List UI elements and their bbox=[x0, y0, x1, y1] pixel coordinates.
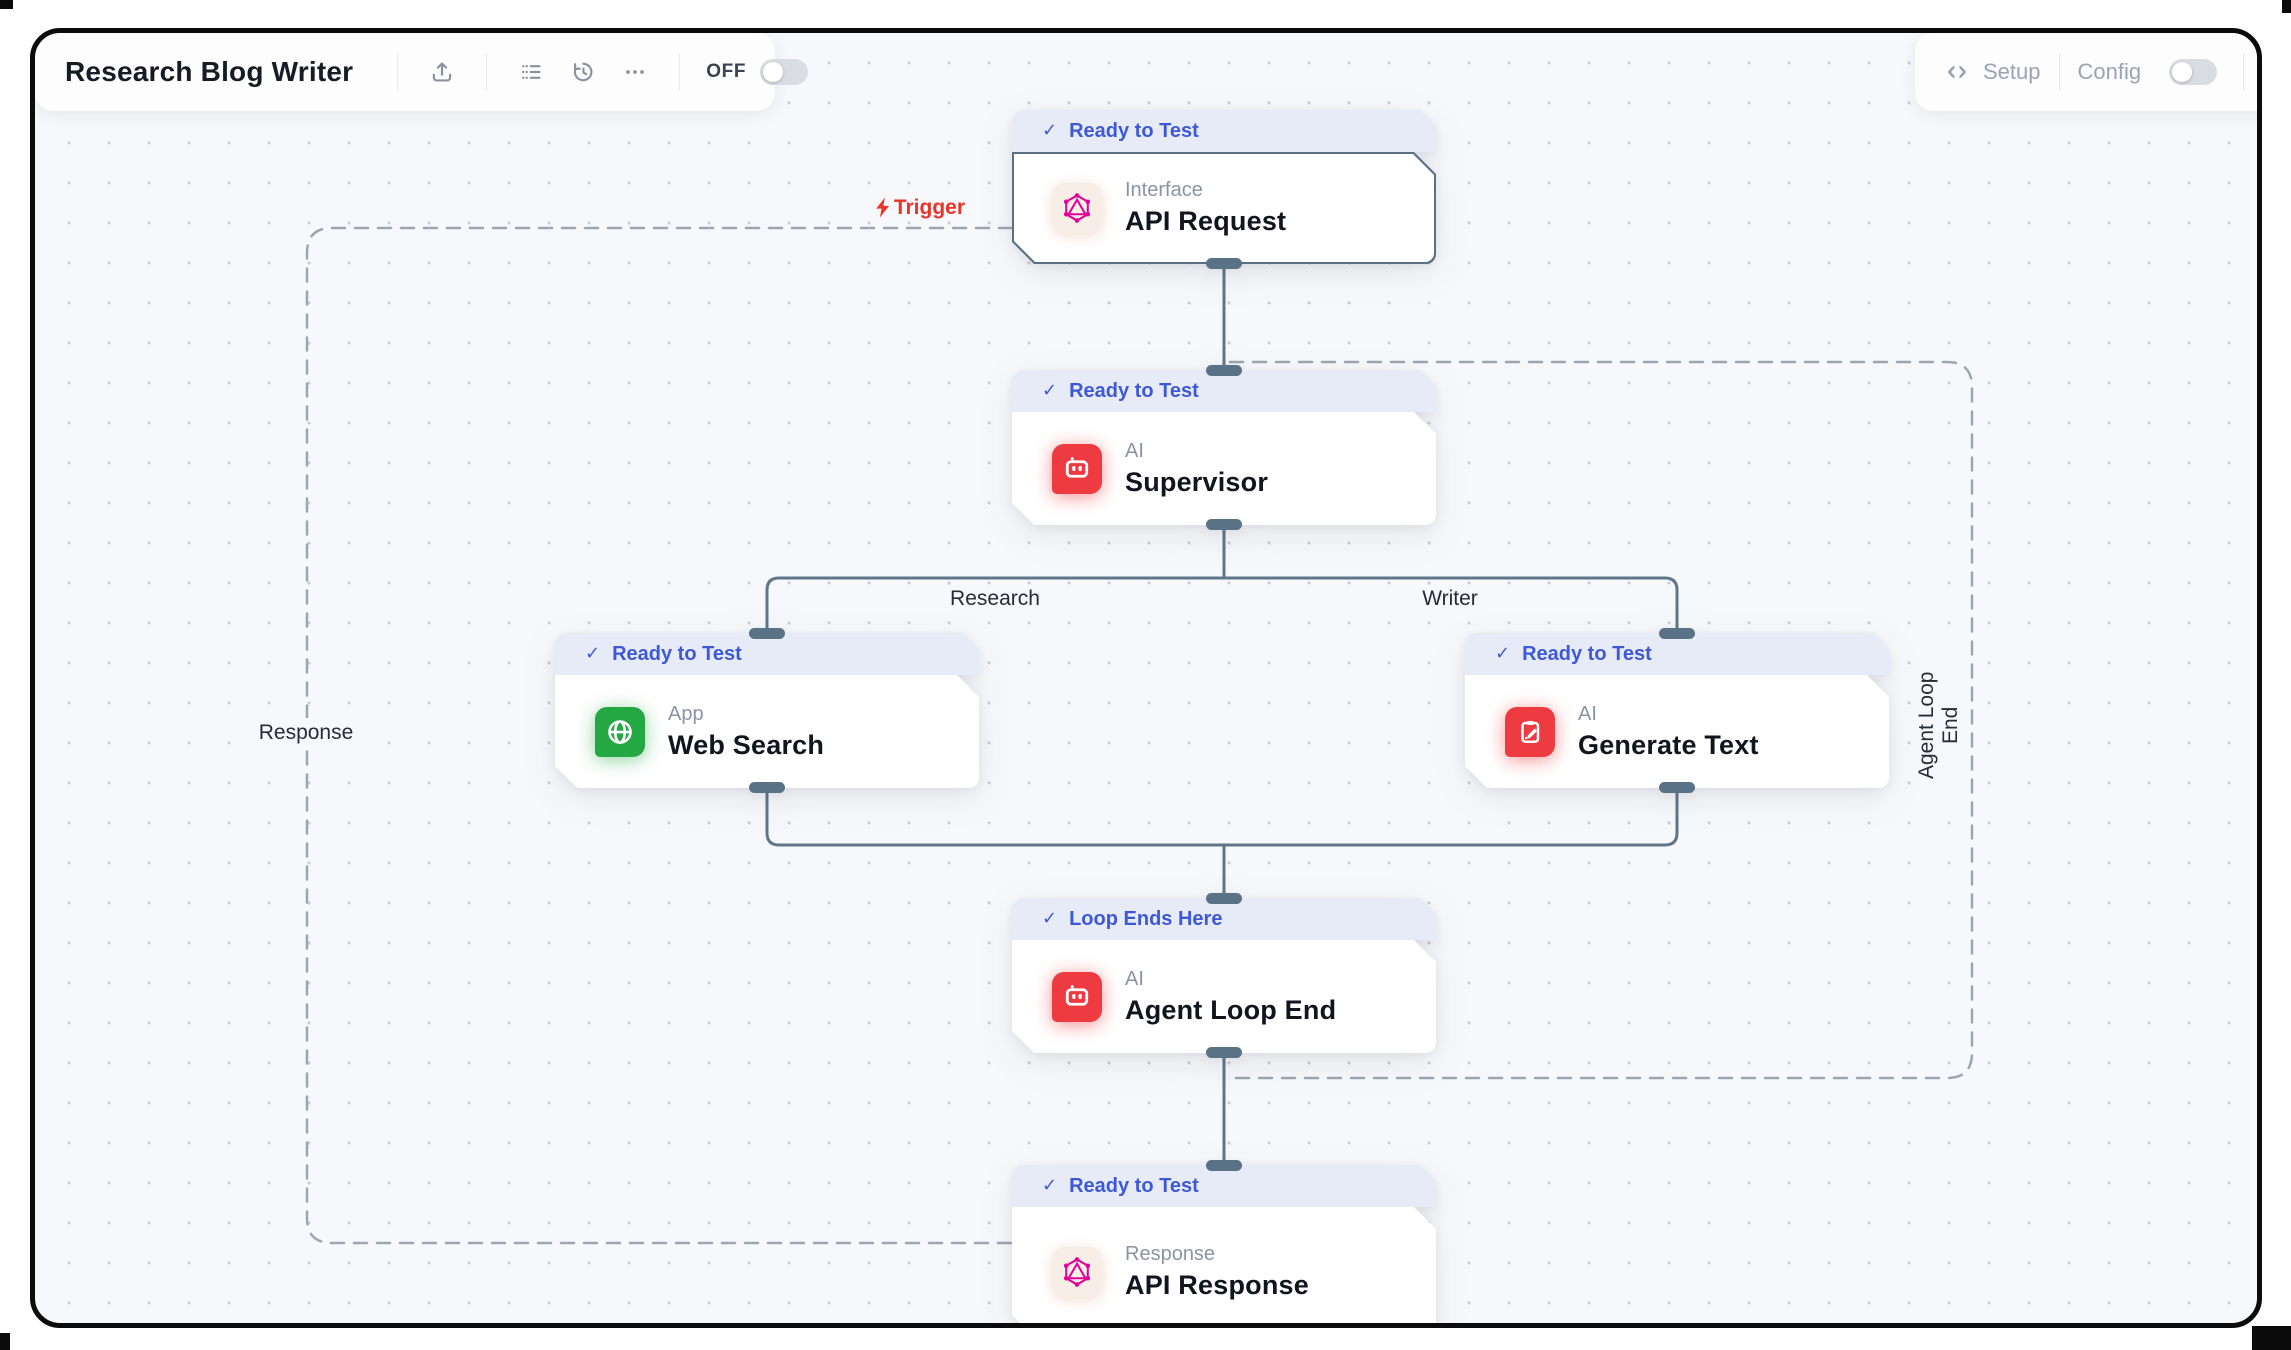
input-handle[interactable] bbox=[1206, 365, 1242, 376]
node-status-badge: ✓ Ready to Test bbox=[1012, 370, 1436, 412]
history-icon bbox=[574, 62, 593, 82]
node-api-request[interactable]: ✓ Ready to Test Interface API Request bbox=[1012, 110, 1436, 269]
graphql-icon bbox=[1052, 1247, 1102, 1297]
workflow-canvas[interactable]: Trigger Research Writer Response Agent L… bbox=[30, 28, 2262, 1328]
frame-corner-mark bbox=[2252, 1326, 2291, 1350]
node-category: App bbox=[668, 702, 704, 725]
toolbar-right: Setup Config bbox=[1915, 33, 2257, 111]
check-icon: ✓ bbox=[1042, 1174, 1058, 1195]
node-card[interactable]: AI Supervisor bbox=[1012, 412, 1436, 525]
node-title: API Response bbox=[1125, 1270, 1309, 1300]
output-handle[interactable] bbox=[1659, 782, 1695, 793]
frame-corner-mark bbox=[0, 1333, 10, 1350]
workflow-title: Research Blog Writer bbox=[65, 56, 354, 87]
input-handle[interactable] bbox=[1206, 893, 1242, 904]
ellipsis-icon bbox=[626, 70, 645, 74]
toggle-knob bbox=[2172, 62, 2193, 82]
history-button[interactable] bbox=[564, 53, 602, 91]
clipboard-pencil-icon bbox=[1505, 707, 1555, 757]
node-title: Web Search bbox=[668, 729, 825, 760]
run-list-button[interactable] bbox=[512, 53, 550, 91]
output-handle[interactable] bbox=[749, 782, 785, 793]
divider bbox=[2058, 53, 2060, 91]
input-handle[interactable] bbox=[1206, 1160, 1242, 1171]
node-status-badge: ✓ Ready to Test bbox=[555, 633, 979, 675]
config-label: Config bbox=[2077, 59, 2142, 84]
node-status-text: Ready to Test bbox=[1069, 379, 1199, 402]
power-state-label: OFF bbox=[706, 61, 747, 82]
check-icon: ✓ bbox=[1042, 907, 1058, 928]
edge-branch bbox=[765, 576, 1679, 635]
node-card[interactable]: AI Agent Loop End bbox=[1012, 940, 1436, 1053]
more-options-button[interactable] bbox=[616, 53, 654, 91]
trigger-label: Trigger bbox=[805, 196, 965, 220]
code-icon bbox=[1948, 66, 1966, 78]
toggle-knob bbox=[763, 62, 784, 82]
output-handle[interactable] bbox=[1206, 1047, 1242, 1058]
node-api-response[interactable]: ✓ Ready to Test Response API Response bbox=[1012, 1160, 1436, 1328]
divider bbox=[486, 53, 488, 91]
input-handle[interactable] bbox=[749, 628, 785, 639]
edge-label-agent-loop-end: Agent Loop End bbox=[1913, 651, 1965, 799]
power-toggle[interactable] bbox=[760, 59, 809, 85]
node-status-text: Loop Ends Here bbox=[1069, 907, 1223, 930]
divider bbox=[397, 53, 399, 91]
node-card[interactable]: Response API Response bbox=[1012, 1207, 1436, 1328]
frame-corner-mark bbox=[2282, 0, 2291, 13]
output-handle[interactable] bbox=[1206, 258, 1242, 269]
robot-icon bbox=[1052, 444, 1102, 494]
graphql-icon bbox=[1052, 183, 1102, 233]
check-icon: ✓ bbox=[585, 642, 601, 663]
node-title: Supervisor bbox=[1125, 466, 1269, 497]
node-card[interactable]: Interface API Request bbox=[1012, 152, 1436, 264]
check-icon: ✓ bbox=[1042, 119, 1058, 140]
node-category: AI bbox=[1125, 439, 1144, 462]
edge-merge bbox=[765, 784, 1679, 847]
robot-icon bbox=[1052, 972, 1102, 1022]
node-status-text: Ready to Test bbox=[1522, 642, 1652, 665]
divider bbox=[2243, 53, 2245, 91]
node-card[interactable]: App Web Search bbox=[555, 675, 979, 788]
node-category: Interface bbox=[1125, 179, 1203, 201]
node-category: AI bbox=[1578, 702, 1597, 725]
node-status-badge: ✓ Ready to Test bbox=[1012, 1165, 1436, 1207]
config-toggle[interactable] bbox=[2169, 59, 2218, 85]
edge-label-response: Response bbox=[250, 718, 362, 748]
output-handle[interactable] bbox=[1206, 519, 1242, 530]
node-status-badge: ✓ Ready to Test bbox=[1012, 110, 1436, 152]
node-category: AI bbox=[1125, 967, 1144, 990]
lightning-bolt-icon bbox=[876, 197, 889, 218]
branch-label-writer: Writer bbox=[1422, 587, 1478, 610]
setup-button[interactable]: Setup bbox=[1943, 58, 2041, 86]
divider bbox=[679, 53, 681, 91]
globe-icon bbox=[595, 707, 645, 757]
list-icon bbox=[522, 64, 541, 80]
node-status-text: Ready to Test bbox=[1069, 119, 1199, 142]
branch-label-research: Research bbox=[950, 587, 1040, 610]
node-status-badge: ✓ Ready to Test bbox=[1465, 633, 1889, 675]
toolbar-left: Research Blog Writer bbox=[35, 33, 809, 111]
upload-icon bbox=[433, 62, 452, 82]
node-card[interactable]: AI Generate Text bbox=[1465, 675, 1889, 788]
input-handle[interactable] bbox=[1659, 628, 1695, 639]
node-category: Response bbox=[1125, 1243, 1216, 1265]
edge-agent-loop-dashed bbox=[1228, 360, 1974, 1080]
node-generate-text[interactable]: ✓ Ready to Test AI Generate Text bbox=[1465, 628, 1889, 793]
check-icon: ✓ bbox=[1495, 642, 1511, 663]
node-status-text: Ready to Test bbox=[1069, 1174, 1199, 1197]
setup-label: Setup bbox=[1983, 59, 2041, 84]
check-icon: ✓ bbox=[1042, 379, 1058, 400]
frame-corner-mark bbox=[0, 0, 13, 9]
node-agent-loop-end[interactable]: ✓ Loop Ends Here AI Agent Loop End bbox=[1012, 893, 1436, 1058]
node-status-badge: ✓ Loop Ends Here bbox=[1012, 898, 1436, 940]
node-title: API Request bbox=[1125, 206, 1287, 236]
node-supervisor[interactable]: ✓ Ready to Test AI Supervisor bbox=[1012, 365, 1436, 530]
node-web-search[interactable]: ✓ Ready to Test App Web Search bbox=[555, 628, 979, 793]
share-button[interactable] bbox=[423, 53, 461, 91]
node-title: Agent Loop End bbox=[1125, 994, 1337, 1025]
node-title: Generate Text bbox=[1578, 729, 1759, 760]
node-status-text: Ready to Test bbox=[612, 642, 742, 665]
config-control[interactable]: Config bbox=[2078, 59, 2218, 85]
trigger-label-text: Trigger bbox=[893, 196, 965, 219]
